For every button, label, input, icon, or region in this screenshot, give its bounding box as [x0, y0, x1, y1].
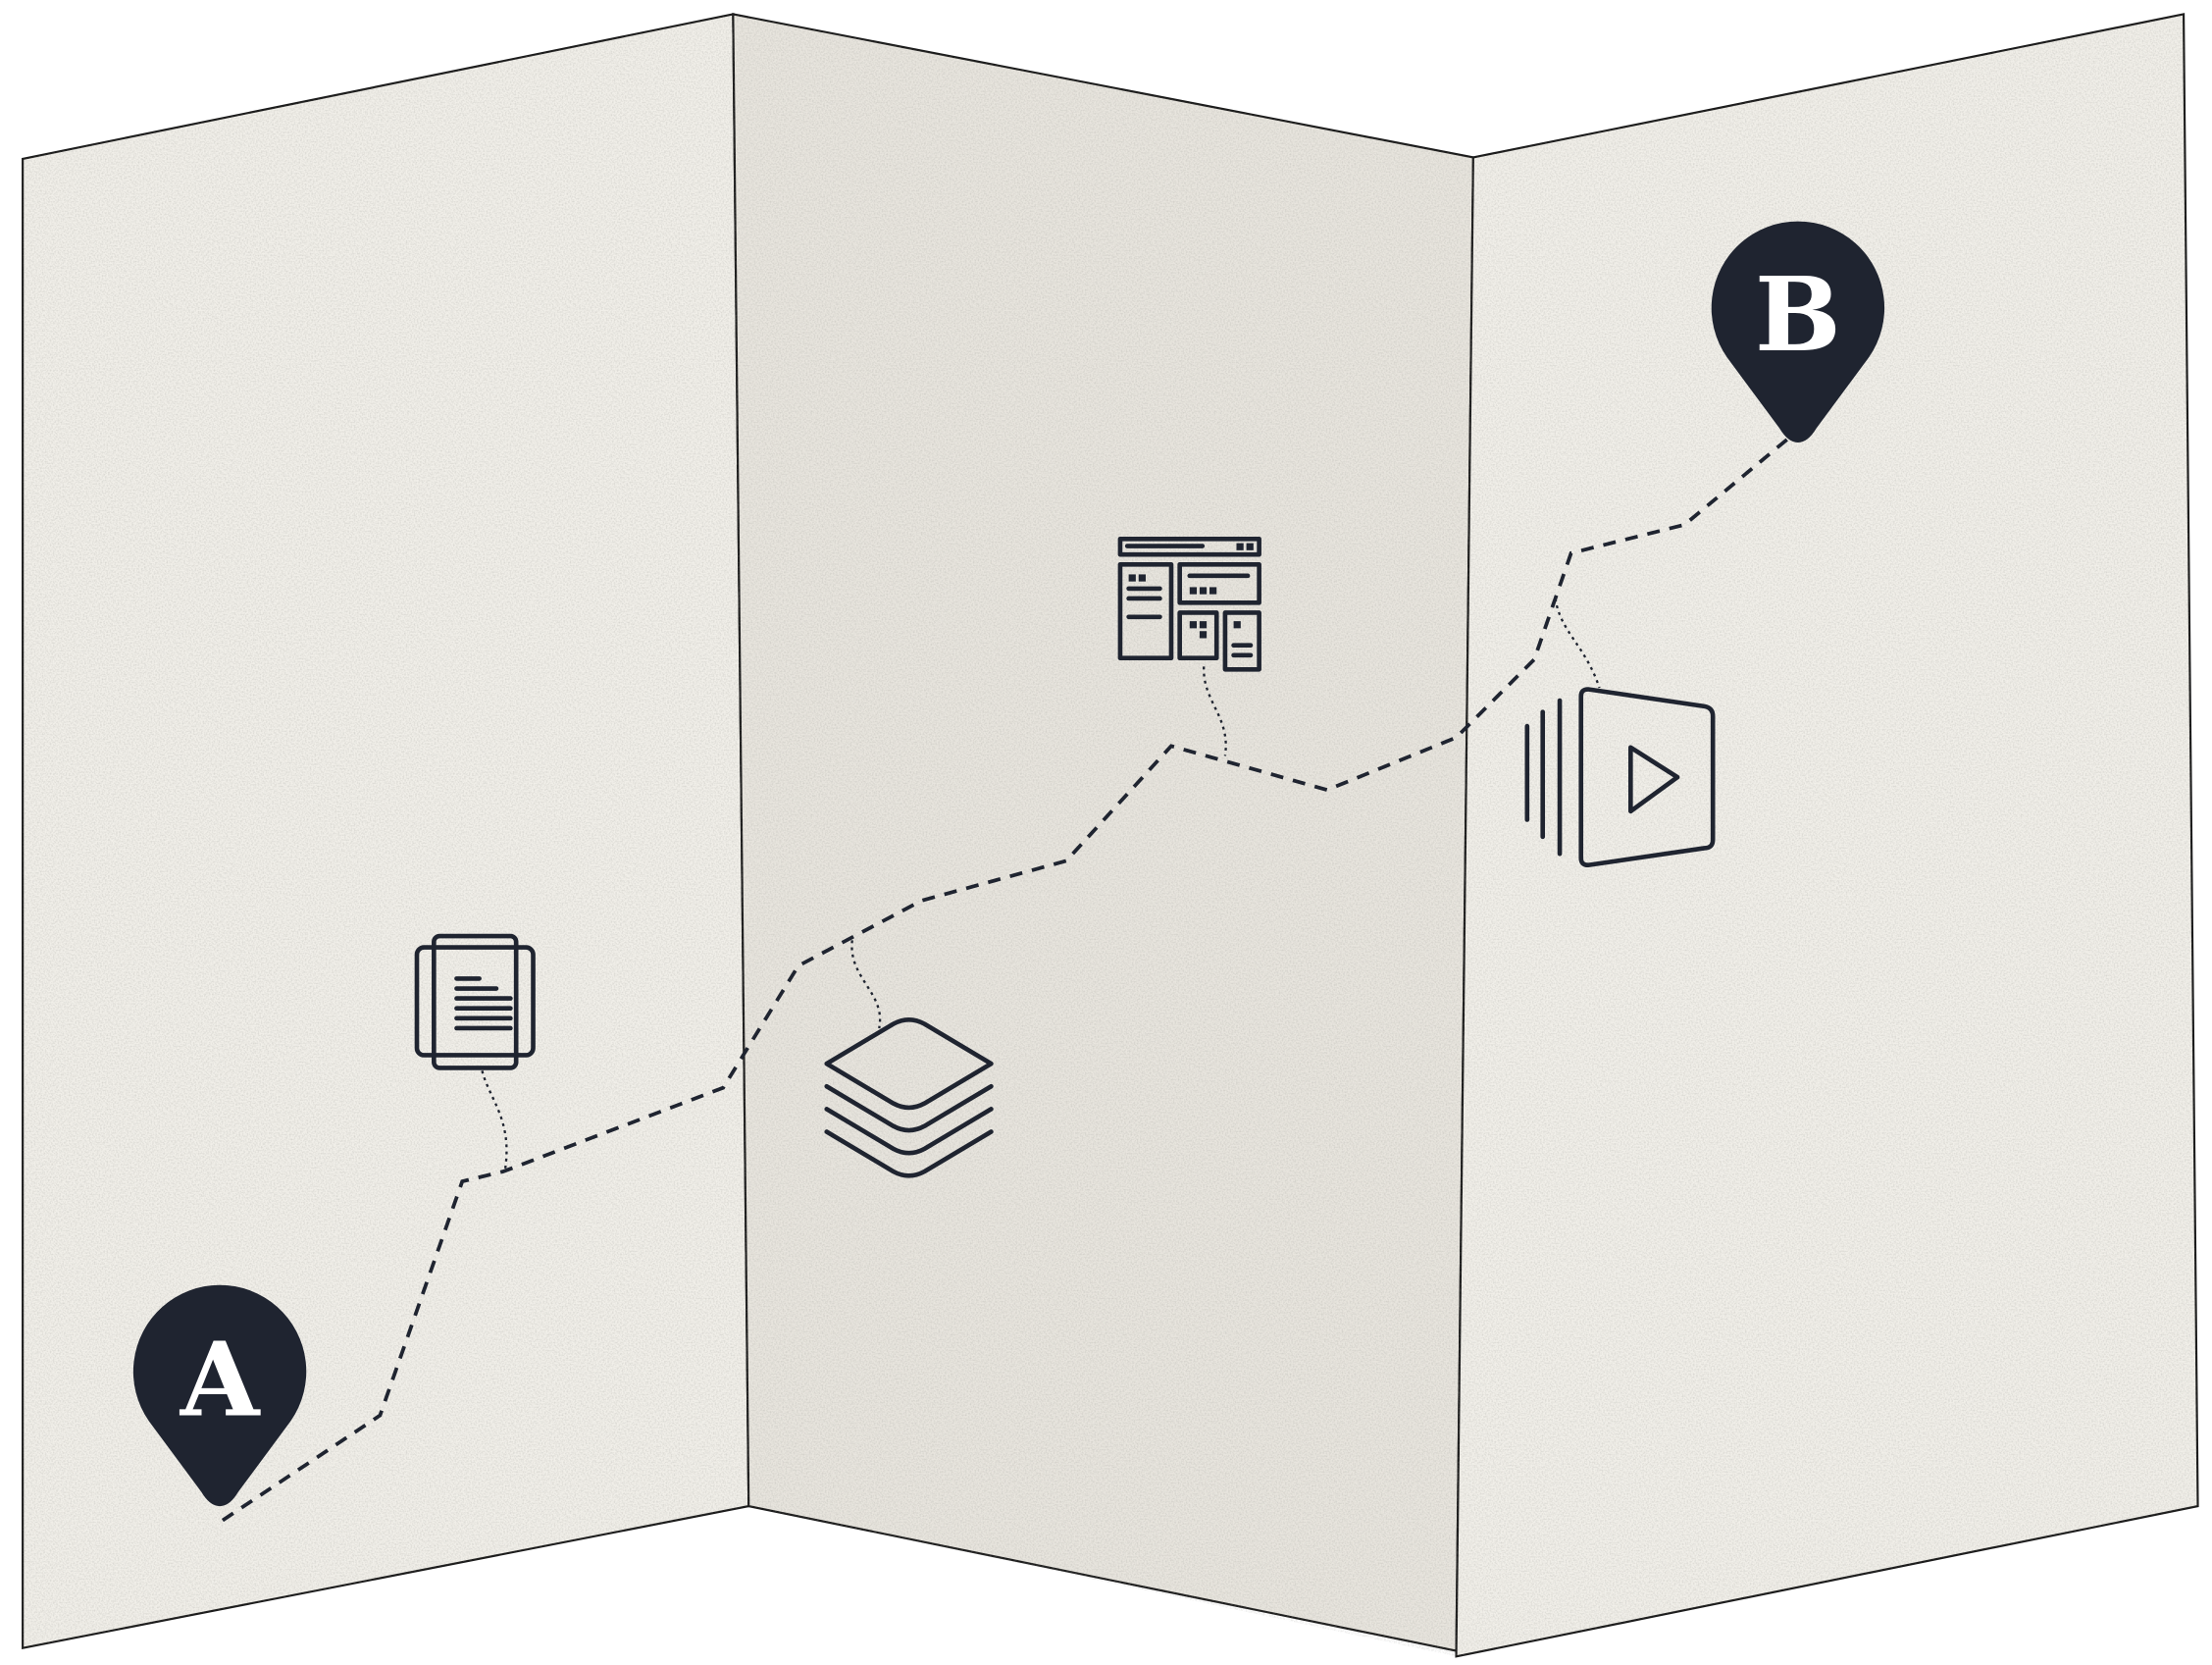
map-pin-icon [132, 1284, 307, 1507]
end-marker-label: B [1755, 254, 1841, 375]
web-layout-icon [1117, 536, 1261, 672]
start-marker[interactable]: A [132, 1284, 307, 1507]
waypoint-connectors [481, 598, 1601, 1172]
start-marker-label: A [180, 1320, 261, 1440]
video-play-icon [1524, 687, 1716, 868]
layers-stack-icon [824, 1016, 994, 1178]
map-pin-icon [1711, 221, 1885, 442]
end-marker[interactable]: B [1711, 221, 1885, 442]
document-icon [414, 933, 536, 1070]
